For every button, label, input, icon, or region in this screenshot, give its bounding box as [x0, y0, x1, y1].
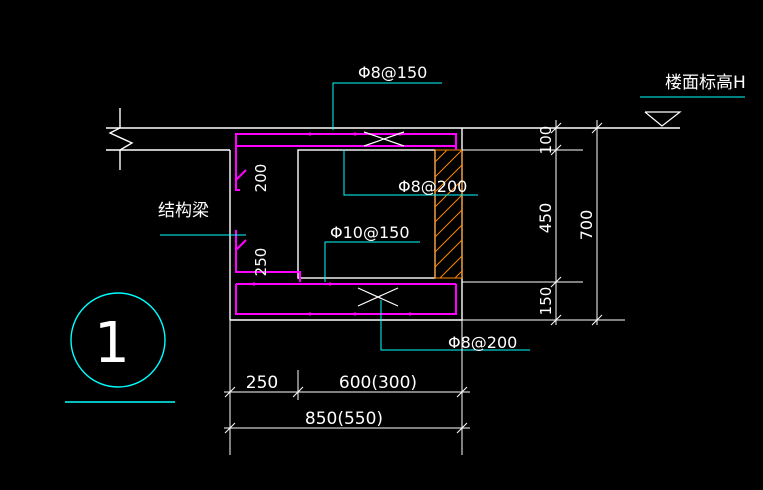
detail-number: 1: [94, 311, 130, 376]
leaders: [160, 82, 745, 351]
stirrup-left-top: [235, 146, 240, 191]
dim-right-total: 700: [577, 210, 596, 241]
dim-right-mid: 450: [536, 203, 555, 234]
dim-bottom-right: 600(300): [339, 373, 417, 393]
rebar-bottom-note: Φ8@200: [448, 333, 517, 352]
left-vertical-rebar: [235, 230, 301, 282]
rebar-cage: [235, 133, 457, 315]
dim-right-top: 100: [537, 126, 555, 155]
right-dimensions: [462, 120, 625, 326]
leader-mid: [324, 241, 420, 282]
rebar-top-note: Φ8@150: [358, 63, 427, 82]
structural-beam-label: 结构梁: [158, 201, 209, 221]
dim-right-bottom: 150: [537, 287, 555, 316]
left-hook-a: [235, 169, 247, 181]
dim-inner-bottom: 250: [252, 248, 270, 277]
leader-stirrup: [343, 150, 478, 196]
dim-bottom-total: 850(550): [305, 409, 383, 429]
detail-marker: 1: [65, 292, 175, 403]
top-rebar: [235, 133, 457, 150]
inner-void: [297, 149, 436, 279]
rebar-mid-note: Φ10@150: [330, 223, 410, 242]
cross-ties: [357, 131, 405, 307]
leader-bottom: [380, 300, 530, 351]
left-hook-b: [235, 239, 247, 251]
floor-level-label: 楼面标高H: [665, 73, 746, 93]
break-line: [108, 108, 134, 170]
level-symbol: [644, 111, 682, 127]
bottom-dimensions: [224, 320, 470, 455]
leader-top: [332, 82, 442, 130]
hatch-area: [434, 149, 463, 279]
rebar-stirrup-note: Φ8@200: [398, 177, 467, 196]
dim-bottom-left: 250: [246, 373, 278, 393]
dim-inner-top: 200: [252, 164, 270, 193]
bottom-rebar: [235, 284, 457, 315]
